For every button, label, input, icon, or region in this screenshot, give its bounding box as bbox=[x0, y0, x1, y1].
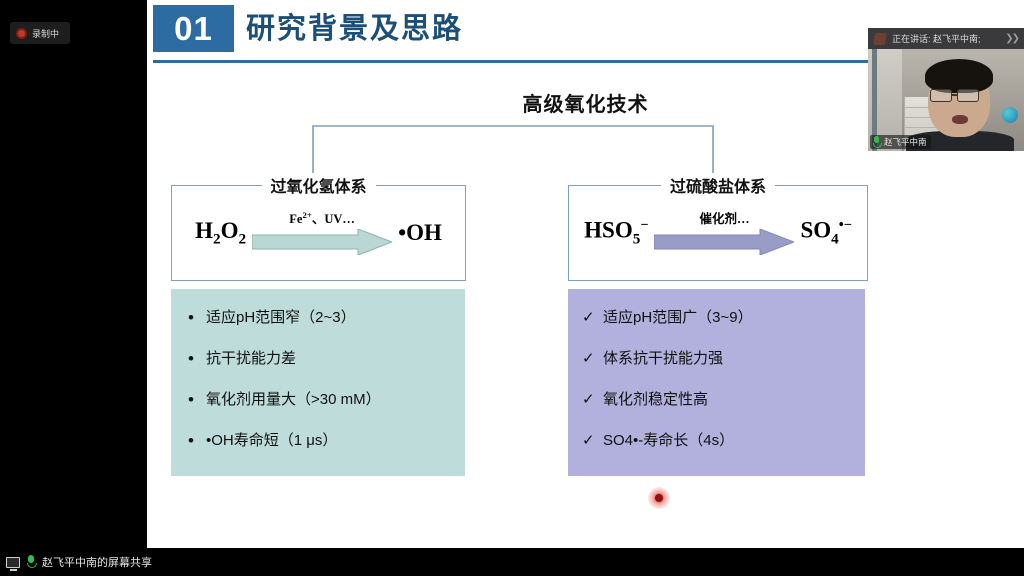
slide-header: 01 研究背景及思路 bbox=[153, 5, 893, 67]
reactant-formula-h2o2: H2O2 bbox=[195, 217, 247, 248]
features-panel-hydrogen-peroxide: • 适应pH范围窄（2~3） • 抗干扰能力差 • 氧化剂用量大（>30 mM）… bbox=[171, 289, 465, 476]
check-icon: ✓ bbox=[582, 350, 595, 367]
diagram-title: 高级氧化技术 bbox=[522, 94, 649, 116]
bottom-taskbar: 赵飞平中南的屏幕共享 bbox=[0, 548, 1024, 576]
ac-vent-line bbox=[905, 107, 944, 108]
background-logo bbox=[1002, 107, 1018, 123]
participant-name: 赵飞平中南 bbox=[884, 137, 927, 147]
reaction-condition-left: Fe2+、UV… bbox=[289, 209, 355, 226]
record-dot-icon bbox=[16, 27, 27, 39]
taskbar-label: 赵飞平中南的屏幕共享 bbox=[42, 557, 152, 569]
feature-text: SO4•-寿命长（4s） bbox=[603, 432, 735, 449]
bracket-svg bbox=[312, 125, 714, 184]
feature-text: 适应pH范围窄（2~3） bbox=[206, 309, 356, 326]
feature-text: 体系抗干扰能力强 bbox=[603, 350, 724, 367]
video-thumbnail-panel[interactable]: 正在讲话: 赵飞平中南; ❯❯ 赵飞平中南 bbox=[868, 28, 1024, 151]
features-panel-persulfate: ✓ 适应pH范围广（3~9） ✓ 体系抗干扰能力强 ✓ 氧化剂稳定性高 ✓ SO… bbox=[568, 289, 865, 476]
product-formula-sulfate-radical: SO4•− bbox=[800, 217, 852, 248]
participant-name-badge: 赵飞平中南 bbox=[870, 135, 931, 149]
feature-list-left: • 适应pH范围窄（2~3） • 抗干扰能力差 • 氧化剂用量大（>30 mM）… bbox=[171, 289, 465, 450]
list-item: ✓ 氧化剂稳定性高 bbox=[582, 391, 865, 409]
list-item: ✓ 适应pH范围广（3~9） bbox=[582, 309, 865, 327]
feature-text: •OH寿命短（1 μs） bbox=[206, 432, 338, 449]
reaction-box-legend-right: 过硫酸盐体系 bbox=[660, 173, 776, 197]
reaction-row-right: HSO5− 催化剂… SO4•− bbox=[569, 186, 867, 280]
reaction-arrow-right: 催化剂… bbox=[654, 210, 795, 256]
bullet-dot-icon: • bbox=[188, 431, 194, 450]
reaction-row-left: H2O2 Fe2+、UV… •OH bbox=[172, 186, 465, 280]
background-doorframe bbox=[872, 49, 877, 151]
list-item: • 抗干扰能力差 bbox=[185, 350, 465, 368]
reaction-box-legend-left: 过氧化氢体系 bbox=[261, 173, 376, 197]
video-panel-header: 正在讲话: 赵飞平中南; ❯❯ bbox=[868, 28, 1024, 49]
list-item: • 适应pH范围窄（2~3） bbox=[185, 309, 465, 327]
microphone-icon[interactable] bbox=[26, 555, 37, 569]
recording-label: 录制中 bbox=[32, 28, 60, 39]
eyeglass-right-icon bbox=[957, 89, 979, 102]
list-item: • 氧化剂用量大（>30 mM） bbox=[185, 391, 465, 409]
recording-indicator: 录制中 bbox=[10, 22, 70, 44]
reaction-box-hydrogen-peroxide: 过氧化氢体系 H2O2 Fe2+、UV… •OH bbox=[171, 173, 466, 281]
eyeglass-bridge bbox=[952, 94, 958, 96]
header-rule bbox=[153, 60, 888, 63]
reactant-formula-hso5: HSO5− bbox=[584, 217, 649, 248]
reaction-box-persulfate: 过硫酸盐体系 HSO5− 催化剂… SO4•− bbox=[568, 173, 868, 281]
arrow-shape-right bbox=[654, 229, 795, 255]
section-title: 研究背景及思路 bbox=[246, 13, 464, 45]
screen-share-icon[interactable] bbox=[6, 556, 20, 571]
bullet-dot-icon: • bbox=[188, 390, 194, 409]
product-formula-hydroxyl-radical: •OH bbox=[398, 220, 442, 245]
speaking-label: 正在讲话: 赵飞平中南; bbox=[892, 34, 981, 44]
ac-vent-line bbox=[905, 127, 944, 128]
feature-list-right: ✓ 适应pH范围广（3~9） ✓ 体系抗干扰能力强 ✓ 氧化剂稳定性高 ✓ SO… bbox=[568, 289, 865, 450]
microphone-icon bbox=[872, 136, 882, 148]
arrow-shape-left bbox=[252, 229, 393, 255]
connector-bracket bbox=[303, 124, 723, 186]
feature-text: 抗干扰能力差 bbox=[206, 350, 297, 367]
reaction-arrow-left: Fe2+、UV… bbox=[252, 209, 393, 256]
feature-text: 适应pH范围广（3~9） bbox=[603, 309, 753, 326]
participant-mouth bbox=[952, 115, 968, 124]
list-item: ✓ 体系抗干扰能力强 bbox=[582, 350, 865, 368]
eyeglass-left-icon bbox=[930, 89, 952, 102]
check-icon: ✓ bbox=[582, 432, 595, 449]
participant-hair bbox=[925, 59, 993, 93]
bullet-dot-icon: • bbox=[188, 349, 194, 368]
feature-text: 氧化剂用量大（>30 mM） bbox=[206, 391, 381, 408]
ac-vent-line bbox=[905, 117, 944, 118]
laser-pointer bbox=[648, 487, 670, 509]
check-icon: ✓ bbox=[582, 391, 595, 408]
list-item: ✓ SO4•-寿命长（4s） bbox=[582, 432, 865, 450]
participant-torso bbox=[906, 131, 1014, 151]
bullet-dot-icon: • bbox=[188, 308, 194, 327]
feature-text: 氧化剂稳定性高 bbox=[603, 391, 709, 408]
list-item: • •OH寿命短（1 μs） bbox=[185, 432, 465, 450]
video-feed[interactable]: 赵飞平中南 bbox=[868, 49, 1024, 151]
section-number-badge: 01 bbox=[153, 5, 234, 52]
speaker-avatar-icon bbox=[872, 32, 888, 45]
reaction-condition-right: 催化剂… bbox=[699, 212, 750, 226]
check-icon: ✓ bbox=[582, 309, 595, 326]
chevron-double-right-icon[interactable]: ❯❯ bbox=[1005, 33, 1020, 44]
